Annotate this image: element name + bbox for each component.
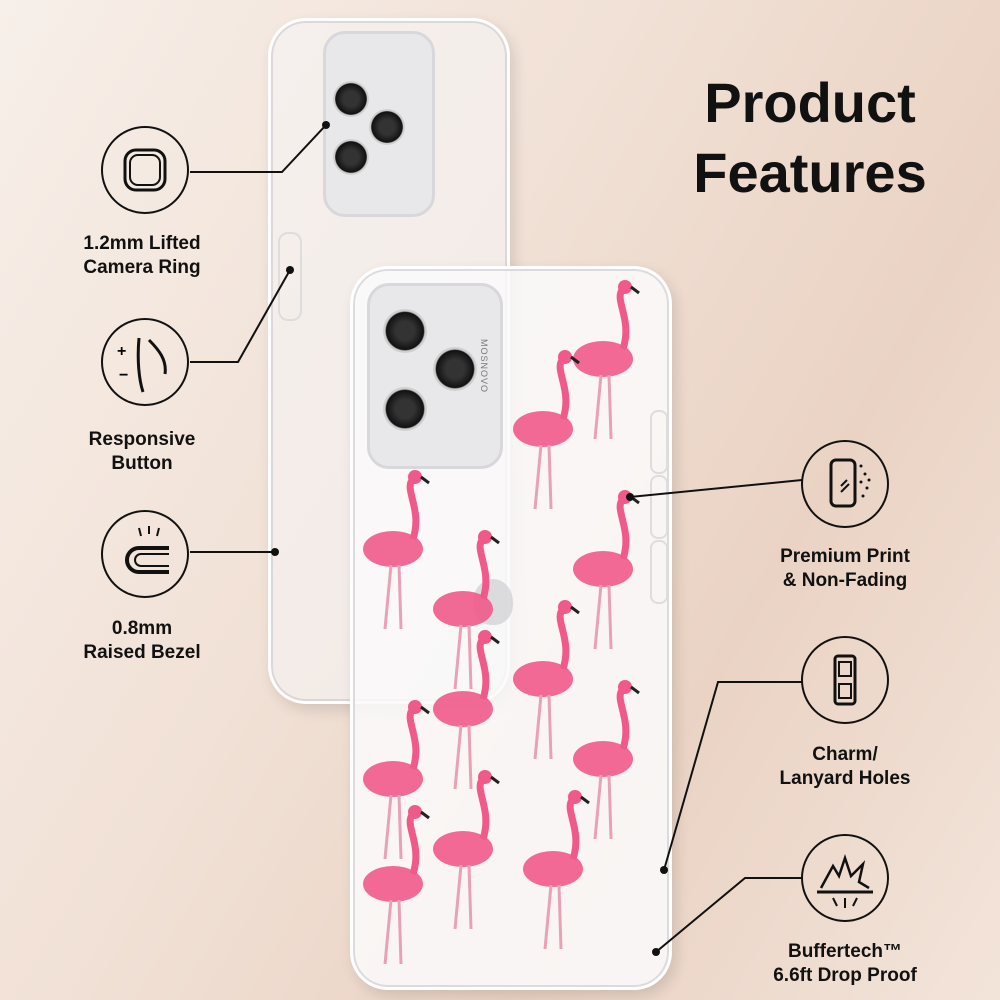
feature-label: Charm/ [812, 744, 878, 765]
side-button [650, 475, 668, 539]
flamingo-icon [573, 680, 640, 840]
title-line-1: Product [704, 71, 916, 134]
feature-label: Camera Ring [83, 257, 201, 278]
svg-text:+: + [117, 343, 126, 360]
flamingo-icon [363, 470, 430, 630]
flamingo-icon [573, 490, 640, 650]
bezel-icon [101, 510, 189, 598]
connector-line [663, 681, 802, 871]
drop-proof-icon [801, 834, 889, 922]
connector-line [190, 269, 291, 363]
feature-label: 0.8mm [111, 618, 173, 639]
feature-label: Button [111, 453, 173, 474]
feature-label: 1.2mm Lifted [83, 233, 201, 254]
feature-raised-bezel: 0.8mm Raised Bezel [42, 617, 242, 665]
lens-icon [383, 309, 427, 353]
feature-label: & Non-Fading [782, 570, 908, 591]
lens-icon [433, 347, 477, 391]
lens-icon [383, 387, 427, 431]
print-icon [801, 440, 889, 528]
side-button [650, 410, 668, 474]
feature-premium-print: Premium Print & Non-Fading [745, 545, 945, 593]
flamingo-icon [363, 805, 430, 965]
feature-label: Raised Bezel [83, 642, 201, 663]
side-button [278, 232, 302, 321]
connector-line [629, 479, 803, 498]
side-button [650, 540, 668, 604]
flamingo-icon [433, 530, 500, 690]
flamingo-icon [573, 280, 640, 440]
page-title: Product Features [660, 68, 960, 208]
flamingo-icon [523, 790, 590, 950]
lanyard-holes-icon [801, 636, 889, 724]
feature-drop-proof: Buffertech™ 6.6ft Drop Proof [745, 940, 945, 988]
flamingo-icon [513, 350, 580, 510]
feature-lanyard-holes: Charm/ Lanyard Holes [745, 743, 945, 791]
flamingo-icon [363, 700, 430, 860]
feature-label: 6.6ft Drop Proof [773, 965, 917, 986]
lens-icon [333, 139, 369, 175]
title-line-2: Features [693, 141, 927, 204]
brand-label: MOSNOVO [479, 339, 489, 394]
button-icon: +− [101, 318, 189, 406]
connector-line [655, 877, 802, 953]
flamingo-icon [433, 770, 500, 930]
svg-text:−: − [119, 367, 128, 384]
feature-responsive-button: Responsive Button [42, 428, 242, 476]
camera-ring-icon [101, 126, 189, 214]
flamingo-pattern [363, 280, 640, 965]
front-phone-case: MOSNOVO [350, 266, 672, 990]
lens-icon [333, 81, 369, 117]
flamingo-icon [513, 600, 580, 760]
feature-label: Premium Print [780, 546, 910, 567]
feature-label: Buffertech™ [787, 941, 902, 962]
flamingo-icon [433, 630, 500, 790]
feature-label: Responsive [88, 429, 196, 450]
feature-camera-ring: 1.2mm Lifted Camera Ring [42, 232, 242, 280]
lens-icon [369, 109, 405, 145]
feature-label: Lanyard Holes [779, 768, 911, 789]
connector-line [190, 124, 327, 173]
